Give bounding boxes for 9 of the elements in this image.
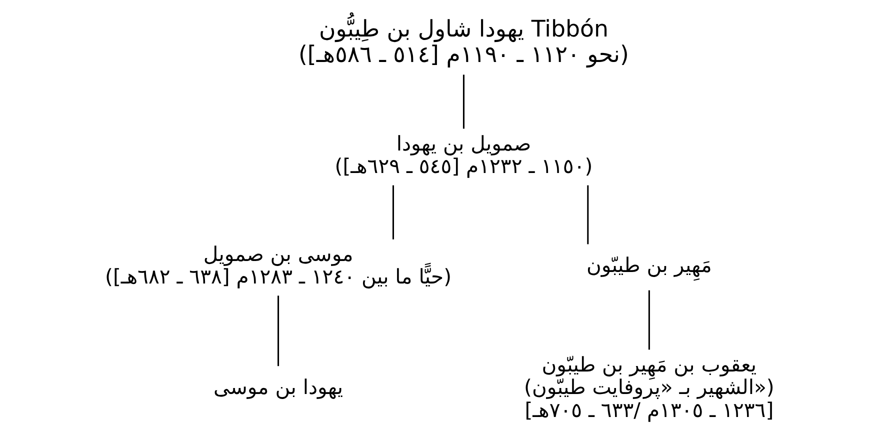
node-text: يعقوب بن مَهِير بن طيبّون (الشهير بـ «پروفايت طيبّون») [١٢٣٦ ـ ١٣٠٥م /٦٣٣ ـ ٧٠٥هـ] — [524, 352, 774, 422]
connector — [586, 185, 588, 244]
node-text: موسى بن صمويل (حيًّا ما بين ١٢٤٠ ـ ١٢٨٣م [٦٣٨ ـ ٦٨٢هـ]) — [104, 242, 452, 289]
node-text: يهودا بن موسى — [212, 375, 343, 400]
connector — [648, 290, 650, 350]
connector — [392, 185, 394, 240]
connector — [462, 74, 464, 129]
node-text: صمويل بن يهودا (١١٥٠ ـ ١٢٣٢م [٥٤٥ ـ ٦٢٩هـ]) — [334, 131, 592, 178]
connector — [277, 296, 279, 366]
